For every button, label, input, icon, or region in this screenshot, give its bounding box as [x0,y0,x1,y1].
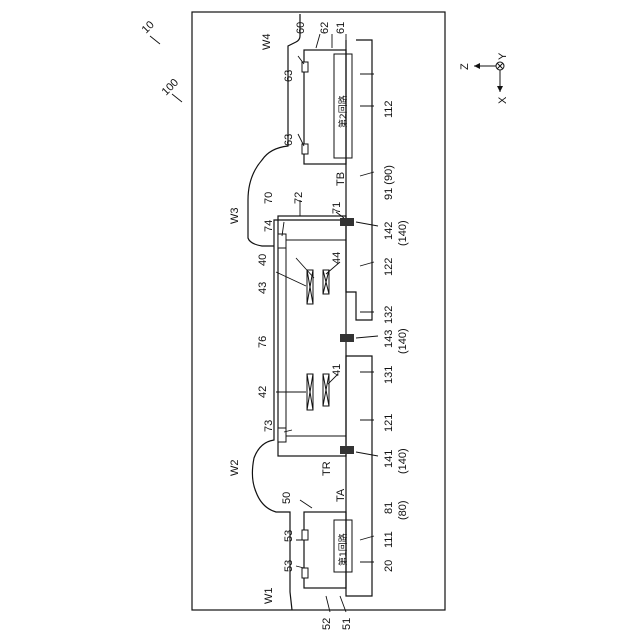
module-70-inner [286,240,346,436]
pad-73 [278,428,286,442]
pad-53a [302,530,308,540]
ref-143p: (140) [397,328,409,354]
ref-41: 41 [331,364,343,376]
pad-53b [302,568,308,578]
ref-142p: (140) [397,220,409,246]
pad-63a [302,62,308,72]
wire-w1: W1 [263,588,275,605]
ref-91: 91 (90) [383,165,395,200]
ref-42: 42 [257,386,269,398]
circuit-1-text: 第1回路 [337,533,349,566]
spacer-141 [340,446,354,454]
ref-62: 62 [319,22,331,34]
ref-141: 141 [383,450,395,468]
circuit-2-text: 第2回路 [337,95,349,128]
switch-43 [307,270,313,304]
ref-74: 74 [263,220,275,232]
ref-43: 43 [257,282,269,294]
ref-141p: (140) [397,448,409,474]
ref-142: 142 [383,222,395,240]
spacer-142 [340,218,354,226]
gap-ta: TA [335,488,347,502]
ref-100: 100 [160,77,181,98]
ref-76: 76 [257,336,269,348]
ref-53a: 53 [283,530,295,542]
axis-x-label: X [497,96,509,104]
ref-71: 71 [331,202,343,214]
pad-74 [278,234,286,248]
ref-50: 50 [281,492,293,504]
ref-111: 111 [383,531,395,548]
ref-20: 20 [383,560,395,572]
axis-indicator [474,62,504,92]
lead-frame-lower [346,356,372,596]
ref-53b: 53 [283,560,295,572]
gap-tb: TB [335,172,347,186]
wire-w3: W3 [229,208,241,225]
ref-73: 73 [263,420,275,432]
wire-w4: W4 [261,34,273,51]
ref-60: 60 [295,22,307,34]
ref-81: 81 [383,502,395,514]
ref-112: 112 [383,100,395,118]
switch-41 [323,374,329,406]
axis-z-label: Z [459,63,471,70]
ref-40: 40 [257,254,269,266]
wire-w2: W2 [229,460,241,477]
ref-132: 132 [383,306,395,324]
gap-tr: TR [321,461,333,476]
ref-63a: 63 [283,70,295,82]
ref-63b: 63 [283,134,295,146]
ref-10: 10 [140,19,157,36]
ref-52: 52 [321,618,333,630]
ref-122: 122 [383,258,395,276]
ref-80: (80) [397,500,409,520]
ref-131: 131 [383,366,395,384]
mold-boundary [248,14,346,610]
ref-70: 70 [263,192,275,204]
ref-61: 61 [335,22,347,34]
pad-63b [302,144,308,154]
ref-72: 72 [293,192,305,204]
switch-42 [307,374,313,410]
ref-121: 121 [383,414,395,432]
lead-frame-upper [346,40,372,320]
ref-51: 51 [341,618,353,630]
ref-44: 44 [331,252,343,264]
ref-143: 143 [383,330,395,348]
spacer-143 [340,334,354,342]
axis-y-label: Y [497,52,509,60]
